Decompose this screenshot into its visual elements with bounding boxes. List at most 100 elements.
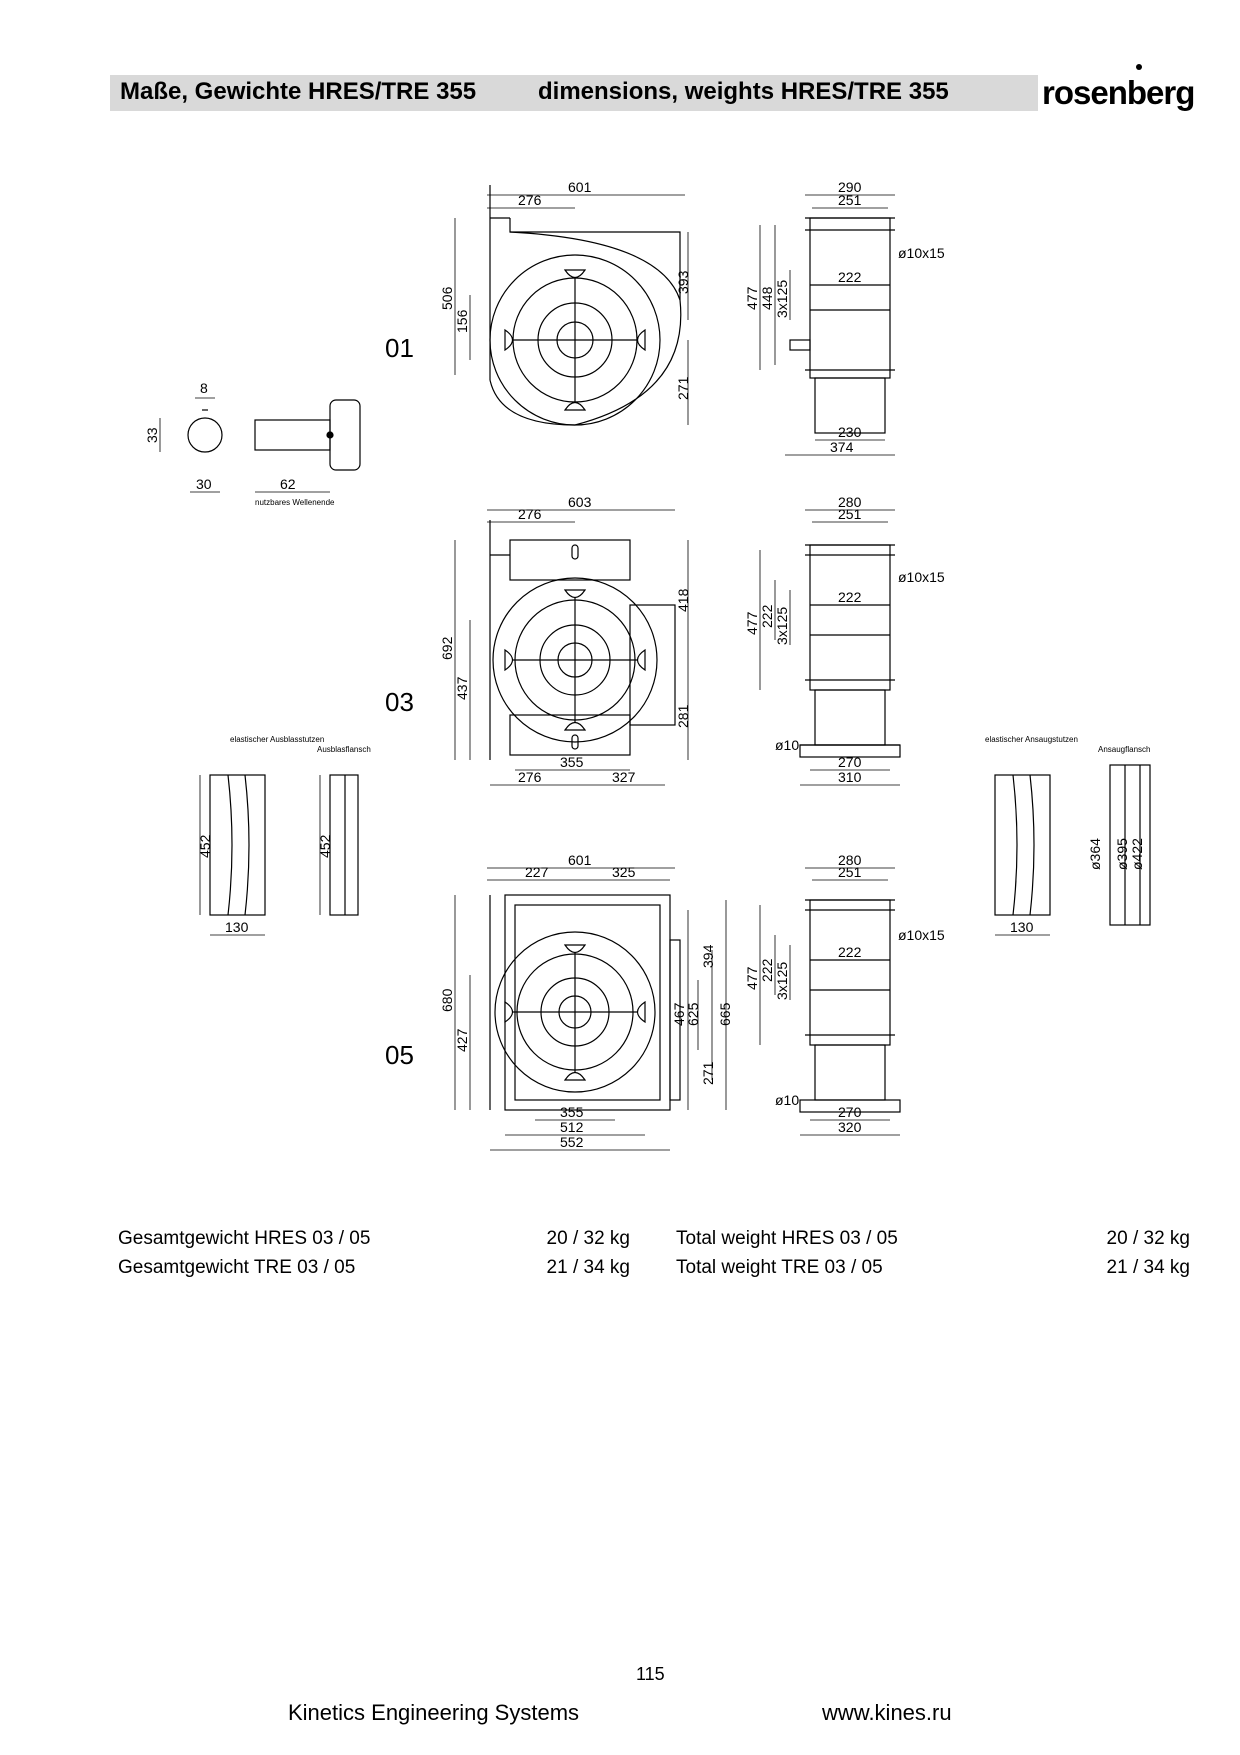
dim-v03s-d10: ø10	[775, 737, 799, 753]
v03-side-view	[799, 544, 901, 758]
dim-acc-d364: ø364	[1087, 838, 1103, 870]
dim-v03s-3x125: 3x125	[774, 607, 790, 645]
dim-acc-d422: ø422	[1129, 838, 1145, 870]
v05-side-view	[799, 899, 901, 1113]
header-bar	[110, 75, 1038, 111]
dim-v05-394: 394	[700, 944, 716, 968]
dim-v01-276: 276	[518, 192, 542, 208]
dim-v03-692: 692	[439, 636, 455, 660]
dim-accr-130: 130	[1010, 919, 1034, 935]
dim-v03s-222: 222	[838, 589, 862, 605]
dim-v05-552: 552	[560, 1134, 584, 1150]
dim-v05-601: 601	[568, 852, 592, 868]
dim-v01s-230: 230	[838, 424, 862, 440]
dim-v05-625: 625	[685, 1002, 701, 1026]
title-german: Maße, Gewichte HRES/TRE 355	[120, 78, 477, 105]
dim-v03s-310: 310	[838, 769, 862, 785]
dim-v01s-374: 374	[830, 439, 854, 455]
dim-v05-355: 355	[560, 1104, 584, 1120]
weight-tre-de: Gesamtgewicht TRE 03 / 05	[118, 1257, 356, 1278]
v01-front-dims	[454, 194, 689, 425]
dim-acc-452b: 452	[317, 834, 333, 858]
dim-v03-355: 355	[560, 754, 584, 770]
weight-tre-de-value: 21 / 34 kg	[546, 1257, 630, 1278]
lbl-outlet-flange: Ausblasflansch	[317, 745, 371, 754]
weight-hres-de-value: 20 / 32 kg	[546, 1228, 630, 1249]
dim-v01-601: 601	[568, 179, 592, 195]
dim-v01s-222: 222	[838, 269, 862, 285]
dim-shaft-33: 33	[144, 427, 160, 443]
dim-shaft-8: 8	[200, 380, 208, 396]
dim-v03s-251: 251	[838, 506, 862, 522]
dim-v05s-222v: 222	[759, 958, 775, 982]
dim-shaft-30: 30	[196, 476, 212, 492]
weight-tre-en-value: 21 / 34 kg	[1106, 1257, 1190, 1278]
brand-logo: rosenberg	[1042, 74, 1195, 111]
dim-v01s-477: 477	[744, 286, 760, 310]
weight-tre-en: Total weight TRE 03 / 05	[676, 1257, 883, 1278]
dim-v01s-hole: ø10x15	[898, 245, 945, 261]
dim-v03s-hole: ø10x15	[898, 569, 945, 585]
dim-v03s-477: 477	[744, 611, 760, 635]
dim-v05s-222: 222	[838, 944, 862, 960]
dim-v05-665: 665	[717, 1002, 733, 1026]
v01-side-view	[789, 217, 895, 434]
dim-v05s-hole: ø10x15	[898, 927, 945, 943]
lbl-elastic-outlet: elastischer Ausblasstutzen	[230, 735, 324, 744]
variant-label-05: 05	[385, 1040, 414, 1070]
footer-company: Kinetics Engineering Systems	[288, 1700, 580, 1725]
variant-label-03: 03	[385, 687, 414, 717]
shaft-note: nutzbares Wellenende	[255, 498, 335, 507]
dim-v03-281: 281	[675, 704, 691, 728]
dim-v01s-448: 448	[759, 286, 775, 310]
dim-v05-467: 467	[671, 1002, 687, 1026]
page-number: 115	[636, 1664, 665, 1684]
dim-v01-156: 156	[454, 309, 470, 333]
dim-v05s-477: 477	[744, 966, 760, 990]
outlet-accessories	[209, 774, 359, 916]
v01-front-view	[489, 185, 682, 426]
dim-v03-437: 437	[454, 676, 470, 700]
dim-v05-271: 271	[700, 1061, 716, 1085]
inlet-accessories	[994, 764, 1151, 926]
weight-hres-en-value: 20 / 32 kg	[1106, 1228, 1190, 1249]
lbl-elastic-inlet: elastischer Ansaugstutzen	[985, 735, 1078, 744]
dim-v05-325: 325	[612, 864, 636, 880]
variant-label-01: 01	[385, 333, 414, 363]
dim-acc-130: 130	[225, 919, 249, 935]
dim-shaft-62: 62	[280, 476, 296, 492]
dim-acc-d395: ø395	[1114, 838, 1130, 870]
dim-v05s-320: 320	[838, 1119, 862, 1135]
dim-v01-271: 271	[675, 376, 691, 400]
dim-v03s-222v: 222	[759, 604, 775, 628]
dim-v03-b276: 276	[518, 769, 542, 785]
dim-v03-603: 603	[568, 494, 592, 510]
dim-v05s-270: 270	[838, 1104, 862, 1120]
dim-v05s-d10: ø10	[775, 1092, 799, 1108]
weight-hres-en: Total weight HRES 03 / 05	[676, 1228, 898, 1249]
footer-url[interactable]: www.kines.ru	[822, 1700, 952, 1725]
dim-v03-418: 418	[675, 588, 691, 612]
logo-dot	[1136, 64, 1142, 70]
weight-hres-de: Gesamtgewicht HRES 03 / 05	[118, 1228, 371, 1249]
dim-v05-227: 227	[525, 864, 549, 880]
dim-v05s-3x125: 3x125	[774, 962, 790, 1000]
v05-front-view	[489, 894, 681, 1111]
v03-front-view	[489, 520, 676, 760]
dim-v03-276: 276	[518, 506, 542, 522]
title-english: dimensions, weights HRES/TRE 355	[538, 78, 949, 105]
dim-v01s-251: 251	[838, 192, 862, 208]
dim-v05s-280: 280	[838, 852, 862, 868]
dim-acc-452a: 452	[197, 834, 213, 858]
dim-v03s-270: 270	[838, 754, 862, 770]
dim-v01-506: 506	[439, 286, 455, 310]
dim-v01-393: 393	[675, 270, 691, 294]
dim-v01s-290: 290	[838, 179, 862, 195]
dim-v05-680: 680	[439, 988, 455, 1012]
lbl-inlet-flange: Ansaugflansch	[1098, 745, 1150, 754]
dim-v05-512: 512	[560, 1119, 584, 1135]
dim-v05s-251: 251	[838, 864, 862, 880]
dim-v05-427: 427	[454, 1028, 470, 1052]
dim-v01s-3x125: 3x125	[774, 280, 790, 318]
